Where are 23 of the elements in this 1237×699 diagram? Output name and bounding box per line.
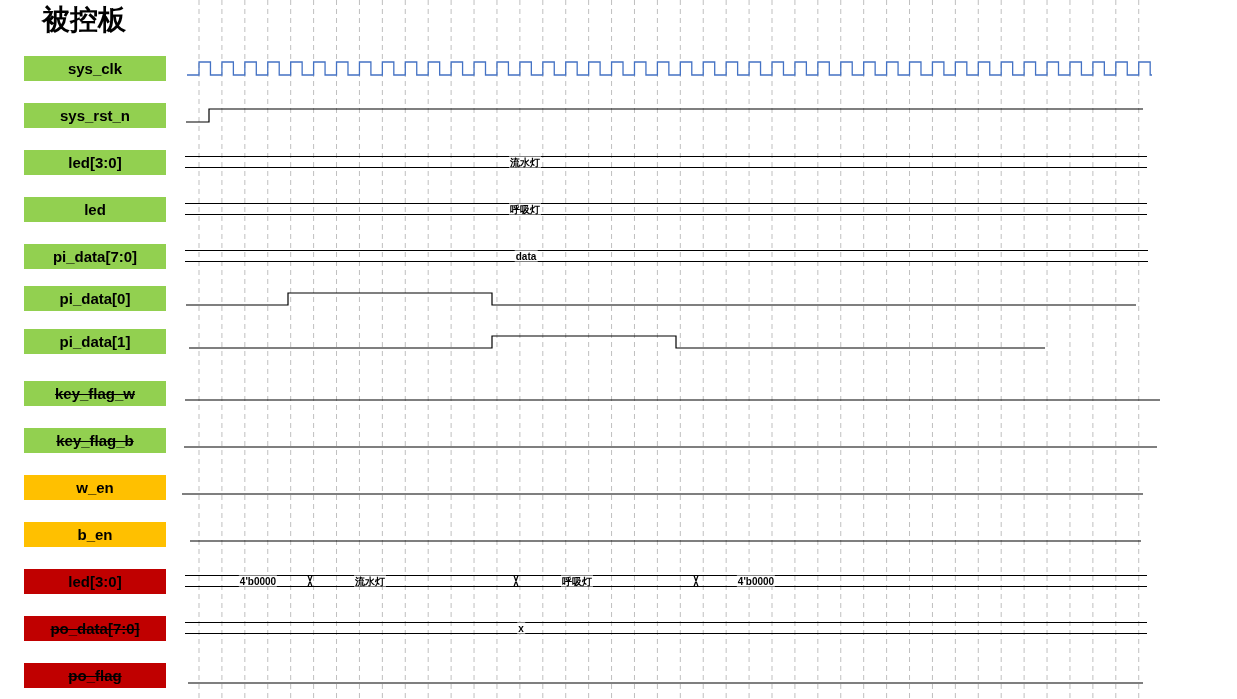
signal-name-box: pi_data[1] [24, 328, 166, 354]
bus-value: 流水灯 [354, 575, 386, 587]
bus-value: 流水灯 [509, 156, 541, 168]
bus-value: 呼吸灯 [509, 203, 541, 215]
signal-name-box: b_en [24, 521, 166, 547]
signal-name-box: w_en [24, 474, 166, 500]
signal-name-box: po_data[7:0] [24, 615, 166, 641]
signal-name-box: led[3:0] [24, 149, 166, 175]
signal-name-box: led [24, 196, 166, 222]
signal-name-box: pi_data[7:0] [24, 243, 166, 269]
signal-name-box: sys_rst_n [24, 102, 166, 128]
signal-name-box: led[3:0] [24, 568, 166, 594]
signal-name-box: po_flag [24, 662, 166, 688]
signal-name-box: key_flag_b [24, 427, 166, 453]
bus-value: 呼吸灯 [561, 575, 593, 587]
signal-name-box: sys_clk [24, 55, 166, 81]
bus-value: 4'b0000 [238, 575, 278, 587]
bus-value: 4'b0000 [736, 575, 776, 587]
title: 被控板 [42, 2, 126, 38]
signal-name-box: pi_data[0] [24, 285, 166, 311]
bus-value: x [517, 622, 525, 634]
bus-value: data [514, 250, 538, 262]
signal-name-box: key_flag_w [24, 380, 166, 406]
